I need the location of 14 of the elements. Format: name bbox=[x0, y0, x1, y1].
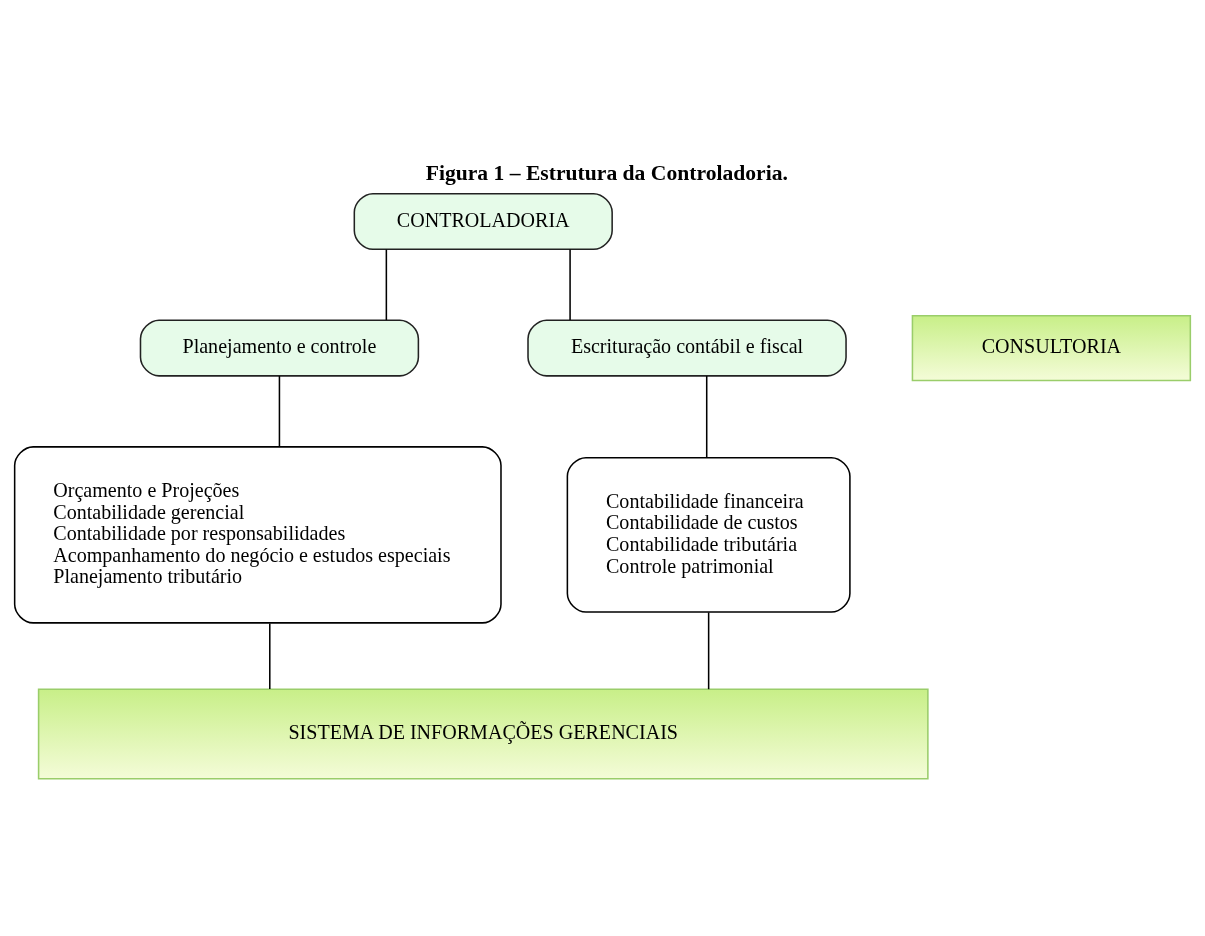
node-box: CONSULTORIA bbox=[911, 314, 1192, 381]
connector bbox=[705, 374, 708, 458]
node-box: Planejamento e controle bbox=[139, 319, 420, 377]
node-box: Escrituração contábil e fiscal bbox=[527, 319, 847, 377]
node-box: Contabilidade financeira Contabilidade de custos Contabilidade tributária Controle patrimonial bbox=[566, 456, 851, 613]
connector bbox=[385, 248, 388, 321]
connector bbox=[269, 622, 271, 690]
diagram-title: Figura 1 – Estrutura da Controladoria. bbox=[425, 160, 788, 185]
connector bbox=[707, 611, 710, 690]
node-box: Orçamento e Projeções Contabilidade gerencial Contabilidade por responsabilidades Acompanhamento do negócio e estudos especiais Planejamento tributário bbox=[13, 445, 502, 624]
connector bbox=[569, 248, 571, 321]
connector bbox=[278, 374, 281, 447]
node-box: CONTROLADORIA bbox=[353, 192, 613, 250]
node-box: SISTEMA DE INFORMAÇÕES GERENCIAIS bbox=[37, 688, 929, 780]
